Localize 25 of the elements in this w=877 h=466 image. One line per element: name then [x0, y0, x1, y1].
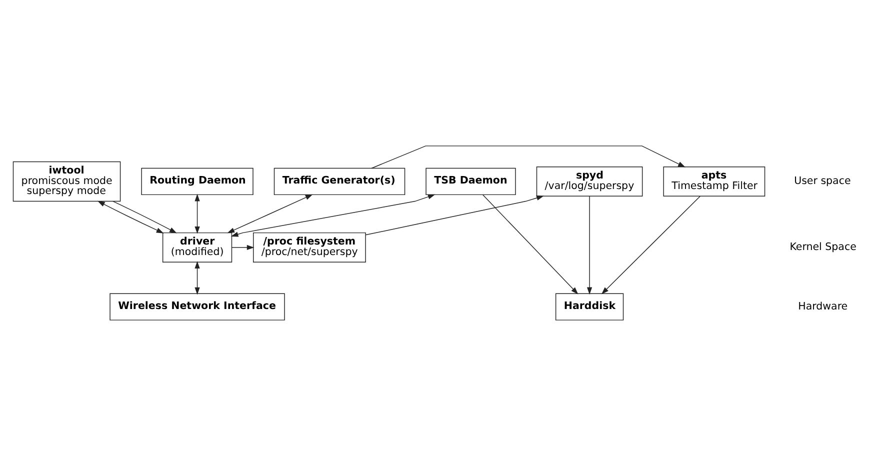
arrow: [97, 200, 164, 234]
arrow: [227, 194, 313, 234]
node-box: /proc filesystem /proc/net/superspy: [253, 232, 366, 263]
node-box: Routing Daemon: [141, 168, 254, 196]
arrow: [371, 146, 686, 169]
node-box: iwtool promiscous mode superspy mode: [12, 161, 121, 202]
node-box: Harddisk: [555, 293, 624, 320]
arrow: [601, 196, 700, 294]
node-box: Traffic Generator(s): [274, 168, 406, 196]
arrow: [586, 196, 592, 295]
node-box: Wireless Network Interface: [110, 293, 285, 320]
arrow: [482, 194, 578, 294]
label: Hardware: [798, 300, 848, 313]
label: User space: [794, 175, 851, 188]
arrow: [232, 244, 254, 250]
node-box: TSB Daemon: [426, 168, 516, 196]
node-box: driver (modified): [162, 232, 232, 263]
arrow: [194, 194, 200, 234]
node-box: spyd /var/log/superspy: [536, 166, 643, 197]
arrow: [365, 196, 544, 236]
node-box: apts Timestamp Filter: [663, 166, 766, 197]
arrow: [112, 200, 177, 234]
arrow: [194, 261, 200, 295]
label: Kernel Space: [790, 241, 856, 254]
arrow: [230, 194, 436, 237]
